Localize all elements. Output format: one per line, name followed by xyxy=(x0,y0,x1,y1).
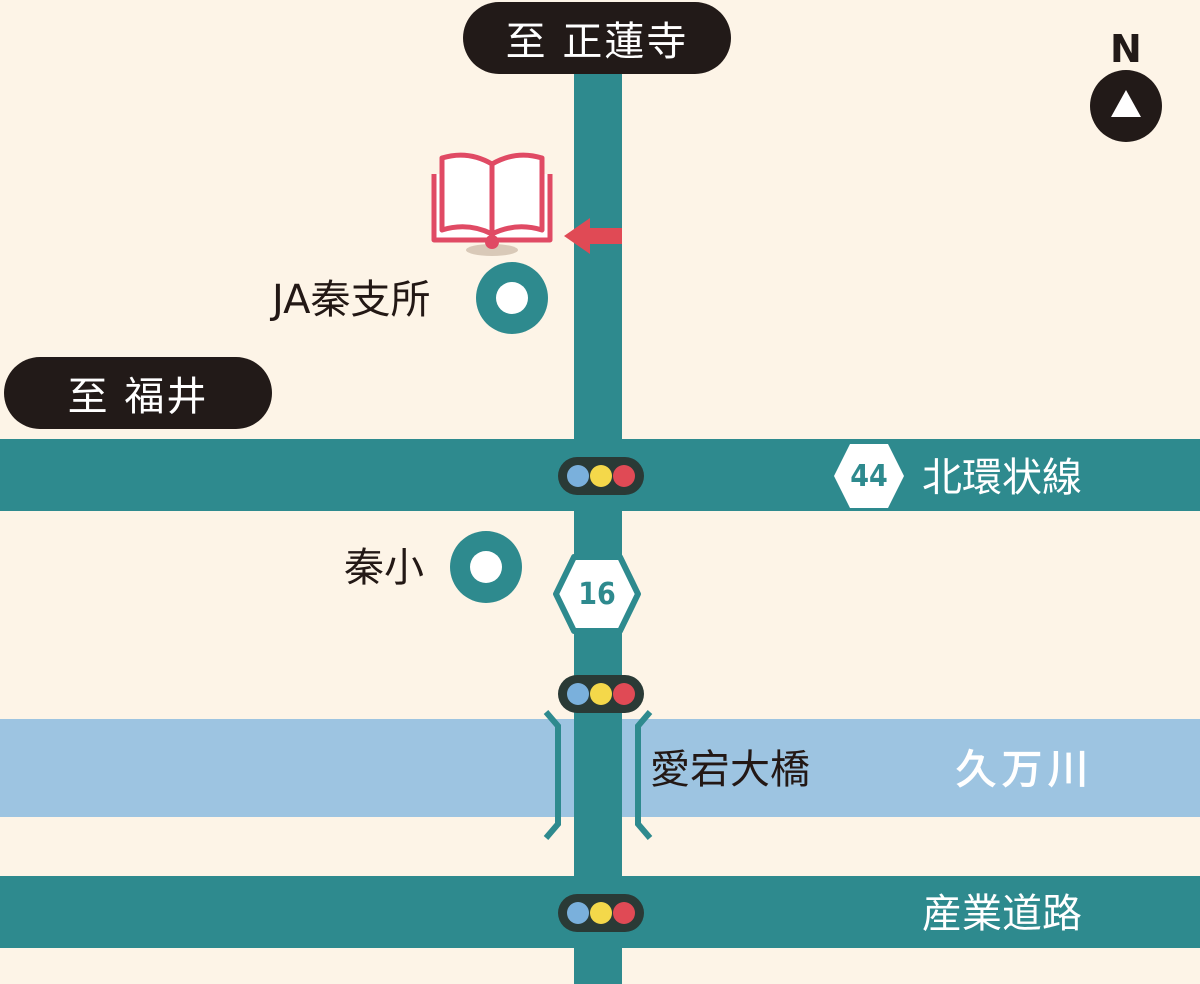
destination-north-pill: 至 正蓮寺 xyxy=(463,2,731,74)
signal-lamp-yellow xyxy=(590,683,612,705)
signal-lamp-yellow xyxy=(590,902,612,924)
traffic-light-icon xyxy=(558,894,644,932)
book-icon xyxy=(431,152,553,256)
industrial-road-label: 産業道路 xyxy=(922,891,1082,937)
destination-north-label: 至 正蓮寺 xyxy=(505,19,689,65)
traffic-light-icon xyxy=(558,457,644,495)
signal-lamp-red xyxy=(613,465,635,487)
north-arrow-icon xyxy=(1090,70,1162,142)
bridge-label: 愛宕大橋 xyxy=(650,747,810,793)
route-44-number-box: 44 xyxy=(832,442,906,510)
compass-label: N xyxy=(1110,27,1142,71)
traffic-light-icon xyxy=(558,675,644,713)
route-16-number-box: 16 xyxy=(552,554,642,634)
route-16-number: 16 xyxy=(578,576,616,612)
circle-marker-icon xyxy=(450,531,522,603)
signal-lamp-blue xyxy=(567,902,589,924)
school-label: 秦小 xyxy=(344,545,424,591)
route-16-shield xyxy=(553,554,641,634)
arrow-left-icon xyxy=(564,218,622,254)
signal-lamp-red xyxy=(613,683,635,705)
signal-lamp-yellow xyxy=(590,465,612,487)
signal-lamp-red xyxy=(613,902,635,924)
bridge-rails xyxy=(543,710,653,840)
circle-marker-icon xyxy=(476,262,548,334)
main-route-road xyxy=(574,40,622,984)
north-ring-road-label: 北環状線 xyxy=(922,455,1082,501)
ja-branch-label: JA秦支所 xyxy=(272,277,431,323)
destination-west-label: 至 福井 xyxy=(67,374,209,420)
river-label: 久万川 xyxy=(956,747,1094,793)
destination-west-pill: 至 福井 xyxy=(4,357,272,429)
signal-lamp-blue xyxy=(567,683,589,705)
signal-lamp-blue xyxy=(567,465,589,487)
route-44-shield xyxy=(834,444,904,508)
route-44-number: 44 xyxy=(850,458,888,494)
